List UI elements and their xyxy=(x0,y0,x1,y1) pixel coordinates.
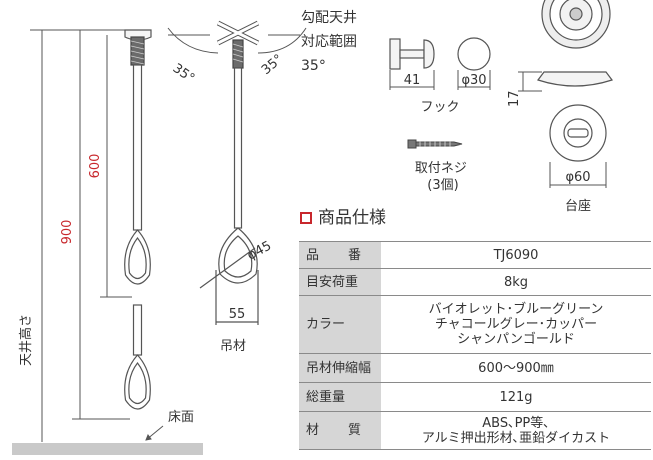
dimension-600: 600 xyxy=(88,154,103,179)
spec-title: 商品仕様 xyxy=(300,203,386,228)
base-top-view xyxy=(541,0,611,49)
hanger-side-view xyxy=(199,20,260,325)
ceiling-height-label: 天井高さ xyxy=(18,314,34,366)
spec-key: 総重量 xyxy=(299,382,381,412)
color-line-3: シャンパンゴールド xyxy=(457,332,575,347)
table-row: 目安荷重 8kg xyxy=(299,268,651,296)
table-row: 総重量 121g xyxy=(299,382,651,412)
table-row: 材 質 ABS､PP等､ アルミ押出形材､亜鉛ダイカスト xyxy=(299,411,651,450)
base-bottom-view xyxy=(549,104,607,162)
spec-table: 品 番 TJ6090 目安荷重 8kg カラー バイオレット･ブルーグリーン チ… xyxy=(299,241,651,450)
ceiling-angle-line-3: 35° xyxy=(301,58,326,74)
spec-value: 600～900㎜ xyxy=(381,353,651,383)
ceiling-angle-label: 勾配天井 対応範囲 35° xyxy=(301,10,361,74)
screw-icon xyxy=(407,139,463,149)
table-row: カラー バイオレット･ブルーグリーン チャコールグレー･カッパー シャンパンゴー… xyxy=(299,295,651,354)
ceiling-angle-line-2: 対応範囲 xyxy=(301,33,357,50)
ceiling-angle-line-1: 勾配天井 xyxy=(301,10,357,26)
floor-label: 床面 xyxy=(168,410,194,425)
ring-width-label: 55 xyxy=(229,307,246,322)
title-square-icon xyxy=(300,212,312,224)
base-diameter-label: φ60 xyxy=(565,170,590,185)
spec-value: ABS､PP等､ アルミ押出形材､亜鉛ダイカスト xyxy=(381,411,651,450)
spec-key: カラー xyxy=(299,295,381,354)
angle-right-label: 35° xyxy=(259,52,286,78)
table-row: 品 番 TJ6090 xyxy=(299,241,651,269)
ring-diameter-label: φ45 xyxy=(245,238,274,263)
screw-label-line-2: (3個) xyxy=(427,178,458,193)
angle-left-label: 35° xyxy=(170,61,197,87)
hook-drawing xyxy=(389,37,491,71)
floor-indicator xyxy=(145,425,164,441)
spec-key: 品 番 xyxy=(299,241,381,269)
spec-value: 8kg xyxy=(381,268,651,296)
material-line-2: アルミ押出形材､亜鉛ダイカスト xyxy=(421,430,611,446)
table-row: 吊材伸縮幅 600～900㎜ xyxy=(299,353,651,383)
base-height-label: 17 xyxy=(507,90,522,107)
base-label: 台座 xyxy=(565,199,591,214)
screw-label: 取付ネジ (3個) xyxy=(415,161,471,193)
hanger-front-view xyxy=(124,29,152,410)
ceiling-height-dimension xyxy=(30,29,132,442)
spec-value: TJ6090 xyxy=(381,241,651,269)
color-line-1: バイオレット･ブルーグリーン xyxy=(428,302,604,317)
spec-value: バイオレット･ブルーグリーン チャコールグレー･カッパー シャンパンゴールド xyxy=(381,295,651,354)
hook-width-label: 41 xyxy=(404,73,421,88)
screw-label-line-1: 取付ネジ xyxy=(415,161,467,176)
spec-value: 121g xyxy=(381,382,651,412)
floor-bar xyxy=(12,443,203,455)
spec-key: 吊材伸縮幅 xyxy=(299,353,381,383)
rod-label: 吊材 xyxy=(220,339,246,354)
hook-label: フック xyxy=(420,100,459,115)
dimension-900: 900 xyxy=(60,220,75,245)
material-line-1: ABS､PP等､ xyxy=(482,415,550,431)
color-line-2: チャコールグレー･カッパー xyxy=(434,317,598,332)
spec-key: 材 質 xyxy=(299,411,381,450)
angle-arcs xyxy=(167,27,307,54)
base-side-view xyxy=(537,71,613,87)
spec-title-text: 商品仕様 xyxy=(318,208,386,228)
spec-key: 目安荷重 xyxy=(299,268,381,296)
hook-diameter-label: φ30 xyxy=(461,73,486,88)
